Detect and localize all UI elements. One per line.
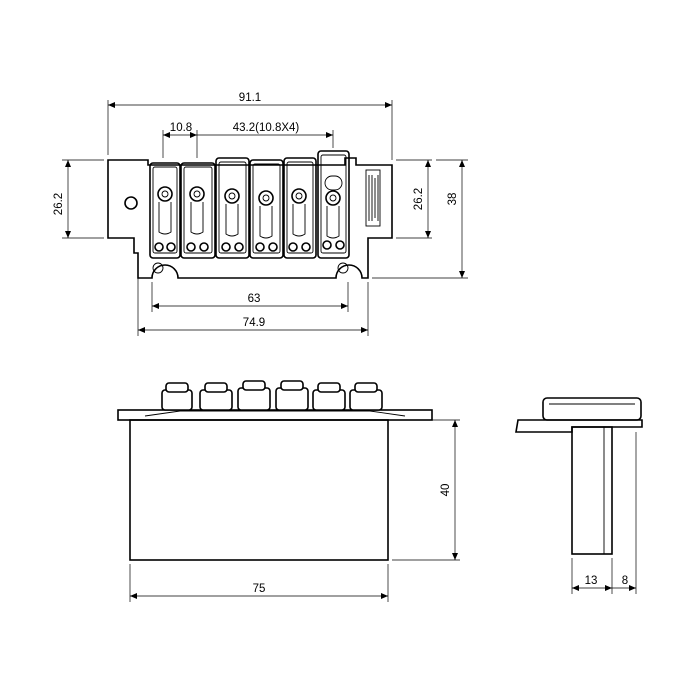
front-top-plate (117, 409, 433, 421)
dim-string-spacing: 10.8 (170, 122, 192, 134)
saddle-3 (215, 157, 250, 259)
front-sustain-block (129, 419, 389, 561)
dim-base-width: 74.9 (243, 317, 265, 329)
side-plate (515, 419, 643, 433)
brand-engraving (365, 169, 381, 227)
dim-block-width: 75 (253, 583, 266, 595)
dim-spacing-total: 43.2(10.8X4) (233, 122, 300, 134)
side-block (571, 426, 613, 555)
saddle-1 (149, 162, 181, 259)
top-view: 91.1 10.8 43.2(10.8X4) 26.2 26.2 38 63 (53, 92, 468, 336)
base-plate-outline (107, 157, 393, 279)
mount-hole (124, 196, 138, 210)
dim-saddle-height: 26.2 (413, 188, 425, 210)
mount-screw-left (152, 262, 164, 274)
dim-block-depth: 40 (440, 484, 452, 497)
dim-top-overall-width: 91.1 (239, 92, 261, 104)
front-saddles (161, 380, 383, 411)
dim-overall-height: 38 (447, 193, 459, 206)
saddle-5 (283, 157, 317, 259)
saddle-4 (249, 159, 284, 259)
dim-mount-spacing: 63 (248, 293, 261, 305)
saddle-2 (180, 162, 216, 259)
dim-plate-height: 26.2 (53, 193, 65, 215)
saddle-6 (317, 150, 350, 259)
dim-side-block-width: 13 (585, 575, 598, 587)
side-view: 13 8 (515, 397, 643, 594)
dim-side-offset: 8 (622, 575, 628, 587)
front-view: 40 75 (117, 380, 460, 602)
side-saddle (542, 397, 642, 421)
mount-screw-right (337, 262, 349, 274)
